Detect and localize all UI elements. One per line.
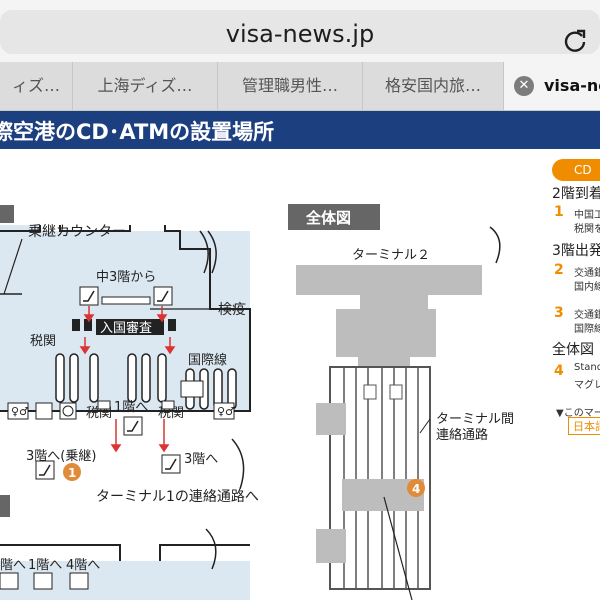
escalator-icon <box>69 572 89 590</box>
tab-3[interactable]: 管理職男性… <box>218 62 363 110</box>
address-bar[interactable]: visa-news.jp <box>0 10 600 54</box>
immigration-bar <box>96 319 164 335</box>
quarantine-label: 検疫 <box>218 302 246 318</box>
escalator-icon <box>79 286 99 306</box>
international-label: 国際線 <box>188 352 227 368</box>
restroom-icon <box>7 402 29 420</box>
terminal2-label: ターミナル２ <box>352 248 430 263</box>
item-2-line-a: 交通銀 <box>574 268 600 279</box>
lower-to-label-2: 1階へ <box>28 558 62 573</box>
customs-label-3: 税関 <box>158 406 184 421</box>
tab-label: 格安国内旅… <box>384 76 481 95</box>
tab-label: ィズ… <box>11 76 60 95</box>
item-3-line-b: 国際線 <box>574 324 600 335</box>
item-3-line-a: 交通銀 <box>574 310 600 321</box>
section-tab <box>0 205 14 223</box>
info-icon <box>59 402 77 420</box>
item-1-line-b: 税関を <box>574 224 600 235</box>
transfer-counter-label: 乗継カウンター <box>28 224 126 240</box>
restroom-icon <box>213 402 235 420</box>
tab-active[interactable]: ✕ visa-ne <box>504 62 600 110</box>
item-3-number: 3 <box>554 305 564 321</box>
customs-label-2: 税関 <box>86 406 112 421</box>
item-4-line-a: Standa <box>574 362 600 373</box>
overall-heading: 全体図 <box>552 342 594 358</box>
legend-header: CD <box>552 159 600 181</box>
map-content: 乗継カウンター 中3階から 検疫 入国審査 税関 税関 税関 <box>0 149 600 600</box>
connector-label-2: 連絡通路 <box>436 427 488 443</box>
depart-3f-heading: 3階出発 <box>552 243 600 259</box>
svg-text:1: 1 <box>68 466 76 480</box>
item-1-number: 1 <box>554 204 564 220</box>
escalator-icon <box>153 286 173 306</box>
flow-arrows <box>79 306 176 453</box>
atm-marker-1[interactable] <box>63 463 81 481</box>
escalator-icon <box>0 572 19 590</box>
tab-label: 上海ディズ… <box>97 76 193 95</box>
browser-toolbar: visa-news.jp <box>0 0 600 62</box>
page-title: 際空港のCD･ATMの設置場所 <box>0 120 275 144</box>
phone-icon <box>35 402 53 420</box>
to-terminal1-label: ターミナル1の連絡通路へ <box>96 489 259 505</box>
escalator-icon <box>161 454 181 474</box>
reload-icon[interactable] <box>562 28 588 54</box>
tab-4[interactable]: 格安国内旅… <box>363 62 504 110</box>
tab-2[interactable]: 上海ディズ… <box>73 62 218 110</box>
tab-label: visa-ne <box>544 76 600 95</box>
to-3f-label: 3階へ <box>184 452 218 467</box>
tab-strip: ィズ… 上海ディズ… 管理職男性… 格安国内旅… ✕ visa-ne <box>0 62 600 111</box>
immigration-label: 入国審査 <box>100 321 152 336</box>
item-4-line-b: マグレブ <box>574 380 600 391</box>
close-icon[interactable]: ✕ <box>514 76 534 96</box>
connector-label-1: ターミナル間 <box>436 412 514 427</box>
lower-to-label-1: 階へ <box>0 558 26 573</box>
escalator-icon <box>123 416 143 436</box>
airport-map: 乗継カウンター 中3階から 検疫 入国審査 税関 税関 税関 <box>0 204 514 600</box>
tab-label: 管理職男性… <box>241 76 338 95</box>
url-text[interactable]: visa-news.jp <box>225 20 375 48</box>
tab-1[interactable]: ィズ… <box>0 62 73 110</box>
atm-marker-4[interactable] <box>407 479 425 497</box>
language-tag[interactable]: 日本語 <box>568 417 600 435</box>
escalator-icon <box>35 460 55 480</box>
baggage-icon <box>180 380 204 398</box>
arrive-2f-heading: 2階到着 <box>552 186 600 202</box>
atm-legend-sidebar: CD 2階到着 1 中国工 税関を 3階出発 2 交通銀 国内線 3 交通銀 国… <box>544 149 600 600</box>
svg-text:4: 4 <box>412 482 420 496</box>
page-banner: 際空港のCD･ATMの設置場所 <box>0 111 600 149</box>
item-2-number: 2 <box>554 262 564 278</box>
item-1-line-a: 中国工 <box>574 210 600 221</box>
svg-text:♀♂: ♀♂ <box>11 405 29 418</box>
terminal2-building <box>296 265 482 381</box>
lower-to-label-3: 4階へ <box>66 558 100 573</box>
item-4-number: 4 <box>554 363 564 379</box>
escalator-icon <box>33 572 53 590</box>
svg-text:♀♂: ♀♂ <box>217 405 235 418</box>
to-3f-transfer-label: 3階へ(乗継) <box>26 449 96 464</box>
customs-label-1: 税関 <box>30 334 56 349</box>
overall-map-label: 全体図 <box>305 209 351 227</box>
connector-corridor <box>329 366 431 590</box>
to-1f-label: 1階へ <box>114 400 148 415</box>
item-2-line-b: 国内線 <box>574 282 600 293</box>
hall-walls <box>0 225 251 412</box>
from-3f-label: 中3階から <box>96 270 156 285</box>
marker-note: ▼このマー <box>556 408 600 419</box>
overall-map-tab <box>288 204 380 230</box>
